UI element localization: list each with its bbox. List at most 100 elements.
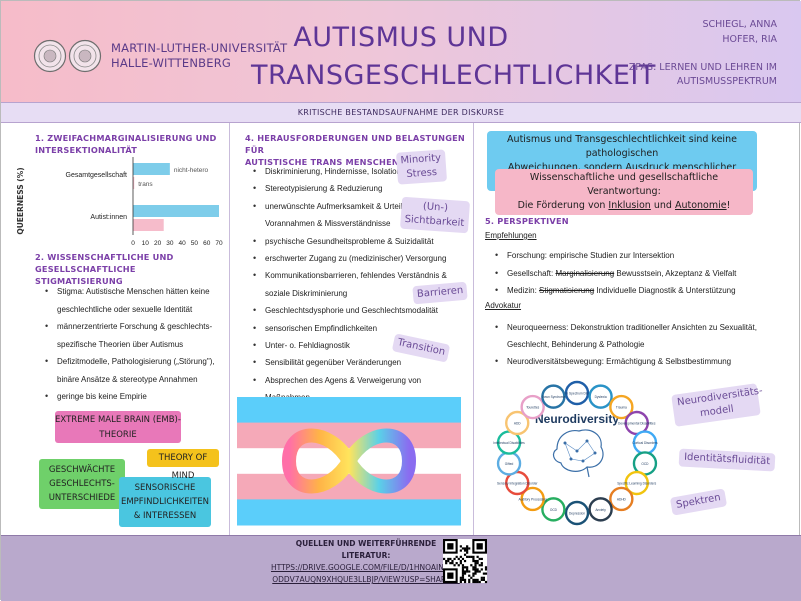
category-label: Autist:innen — [90, 214, 127, 221]
diagram-node-label: Sensory Integration Disorder — [497, 482, 539, 486]
legend-label: nicht-hetero — [174, 167, 209, 174]
diagram-node-label: Developmental Disabilities — [618, 422, 656, 426]
list-item: Forschung: empirische Studien zur Inters… — [495, 247, 785, 265]
diagram-node — [541, 384, 566, 409]
diagram-node-label: Dyslexia — [595, 395, 607, 399]
flag-stripe — [237, 473, 461, 500]
x-tick-label: 10 — [142, 240, 150, 247]
diagram-node-label: Cortical Disorders — [632, 441, 658, 445]
diagram-title: Neurodiversity — [535, 412, 619, 426]
x-tick-label: 20 — [154, 240, 162, 247]
brain-network-icon — [552, 429, 604, 478]
x-tick-label: 70 — [215, 240, 223, 247]
diagram-node-label: Gifted — [505, 462, 514, 466]
column-divider — [229, 123, 230, 535]
x-tick-label: 60 — [203, 240, 211, 247]
section-2-heading: 2. WISSENSCHAFTLICHE UND GESELLSCHAFTLIC… — [35, 252, 174, 286]
diagram-node — [520, 486, 545, 512]
list-item: Stereotypisierung & Reduzierung — [253, 180, 453, 198]
section-4-heading: 4. HERAUSFORDERUNGEN UND BELASTUNGEN FÜR… — [245, 133, 465, 167]
authors: SCHIEGL, ANNA HOFER, RIA — [702, 19, 777, 45]
diagram-node — [609, 486, 634, 512]
diagram-node-label: Anxiety — [595, 508, 606, 512]
diagram-node-label: Autism Spectrum Disorder — [558, 392, 596, 396]
diagram-node-label: ADHD — [617, 497, 627, 501]
diagram-node-label: Auditory Processing — [518, 497, 547, 501]
legend-label: trans — [138, 181, 153, 188]
label-barrieren: Barrieren — [412, 281, 469, 305]
qr-code-icon[interactable] — [443, 539, 488, 584]
diagram-node-label: OCD — [550, 508, 558, 512]
footer: QUELLEN UND WEITERFÜHRENDE LITERATUR: HT… — [1, 535, 801, 601]
sticker-sensorische-empfindlichkeiten: SENSORISCHE EMPFINDLICHKEITEN & INTERESS… — [119, 477, 211, 527]
list-item: psychische Gesundheitsprobleme & Suizida… — [253, 233, 453, 251]
diagram-node — [541, 497, 566, 522]
diagram-node-label: Down Syndrome — [542, 395, 566, 399]
list-item: Unter- o. Fehldiagnostik — [253, 337, 453, 355]
diagram-node-label: Depression — [569, 512, 585, 516]
sticker-emb-theory: EXTREME MALE BRAIN (EMB)- THEORIE — [55, 411, 181, 443]
list-item: Kommunikationsbarrieren, fehlendes Verst… — [253, 267, 453, 302]
y-axis-label: QUEERNESS (%) — [16, 167, 25, 234]
poster-title: AUTISMUS UND TRANSGESCHLECHTLICHKEIT — [251, 22, 656, 91]
list-item: Neurodiversitätsbewegung: Ermächtigung &… — [495, 353, 785, 370]
sources: QUELLEN UND WEITERFÜHRENDE LITERATUR: HT… — [271, 539, 467, 584]
university-name: MARTIN-LUTHER-UNIVERSITÄT HALLE-WITTENBE… — [111, 41, 288, 70]
list-item: männerzentrierte Forschung & geschlechts… — [45, 318, 227, 353]
label-identitaetsfluiditaet: Identitätsfluidität — [678, 448, 776, 472]
bar — [133, 177, 135, 189]
conclusion-box-verantwortung: Wissenschaftliche und gesellschaftliche … — [495, 169, 753, 215]
sources-link[interactable]: HTTPS://DRIVE.GOOGLE.COM/FILE/D/1HNOAINK… — [271, 563, 467, 572]
label-unsichtbarkeit: (Un-) Sichtbarkeit — [399, 196, 470, 234]
bar — [133, 205, 219, 217]
list-item: Defizitmodelle, Pathologisierung („Störu… — [45, 353, 227, 388]
bar — [133, 163, 170, 175]
x-tick-label: 30 — [166, 240, 174, 247]
diagram-node — [624, 470, 649, 496]
queerness-bar-chart: QUEERNESS (%) Gesamtgesellschaft nicht-het… — [16, 157, 223, 247]
advocacy-list: Neuroqueerness: Dekonstruktion tradition… — [495, 319, 785, 370]
label-spektren: Spektren — [669, 488, 728, 516]
list-item: unerwünschte Aufmerksamkeit & Urteile,Vo… — [253, 198, 453, 233]
diagram-node-label: Intellectual Disabilities — [493, 441, 525, 445]
list-item: Gesellschaft: Marginalisierung Bewusstse… — [495, 265, 785, 283]
neurodiversity-diagram: Neurodiversity Autism Spectrum DisorderD… — [487, 379, 667, 526]
list-item: Medizin: Stigmatisierung Individuelle Di… — [495, 282, 785, 300]
diagram-node — [520, 394, 545, 420]
category-label: Gesamtgesellschaft — [66, 172, 128, 179]
list-item: sensorischen Empfindlichkeiten — [253, 320, 453, 338]
advokatur-heading: Advokatur — [485, 301, 522, 310]
diagram-node — [588, 384, 613, 409]
diagram-node-label: OCD — [641, 462, 649, 466]
diagram-node — [588, 497, 613, 522]
list-item: Diskriminierung, Hindernisse, Isolation — [253, 163, 453, 181]
bar — [133, 219, 164, 231]
flag-stripe — [237, 397, 461, 424]
x-tick-label: 0 — [131, 240, 135, 247]
diagram-node — [564, 380, 590, 406]
diagram-node-label: Trauma — [616, 406, 627, 410]
diagram-node — [564, 500, 590, 526]
course-name: ZPAS: LERNEN UND LEHREN IM AUTISMUSSPEKT… — [628, 62, 777, 87]
x-tick-label: 40 — [179, 240, 187, 247]
sources-link[interactable]: ODDV7AUQN9XHQUE3LLBJP/VIEW?USP=SHARING — [272, 575, 460, 584]
flag-stripe — [237, 422, 461, 449]
section-5-heading: 5. PERSPEKTIVEN — [485, 216, 569, 226]
list-item: Geschlechtsdysphorie und Geschlechtsmoda… — [253, 302, 453, 320]
list-item: Neuroqueerness: Dekonstruktion tradition… — [495, 319, 785, 353]
list-item: geringe bis keine Empirie — [45, 388, 227, 406]
recommendations-list: Forschung: empirische Studien zur Inters… — [495, 247, 785, 300]
sticker-geschwaechte-geschlechtsunterschiede: GESCHWÄCHTE GESCHLECHTS- UNTERSCHIEDE — [39, 459, 125, 509]
diagram-node-label: Tourettes — [526, 406, 540, 410]
list-item: Stigma: Autistische Menschen hätten kein… — [45, 283, 227, 318]
diagram-node — [609, 394, 634, 420]
empfehlungen-heading: Empfehlungen — [485, 231, 537, 240]
trans-flag-infinity-image — [237, 397, 461, 526]
label-neurodiversitaetsmodell: Neurodiversitäts- modell — [671, 383, 763, 427]
subtitle-bar: KRITISCHE BESTANDSAUFNAHME DER DISKURSE — [1, 103, 801, 123]
header: MARTIN-LUTHER-UNIVERSITÄT HALLE-WITTENBE… — [1, 1, 801, 103]
list-item: erschwerter Zugang zu (medizinischer) Ve… — [253, 250, 453, 268]
university-seal-icon — [33, 39, 102, 73]
section-1-heading: 1. ZWEIFACHMARGINALISIERUNG UND INTERSEK… — [35, 133, 217, 155]
sticker-theory-of-mind: THEORY OF MIND — [147, 449, 219, 481]
